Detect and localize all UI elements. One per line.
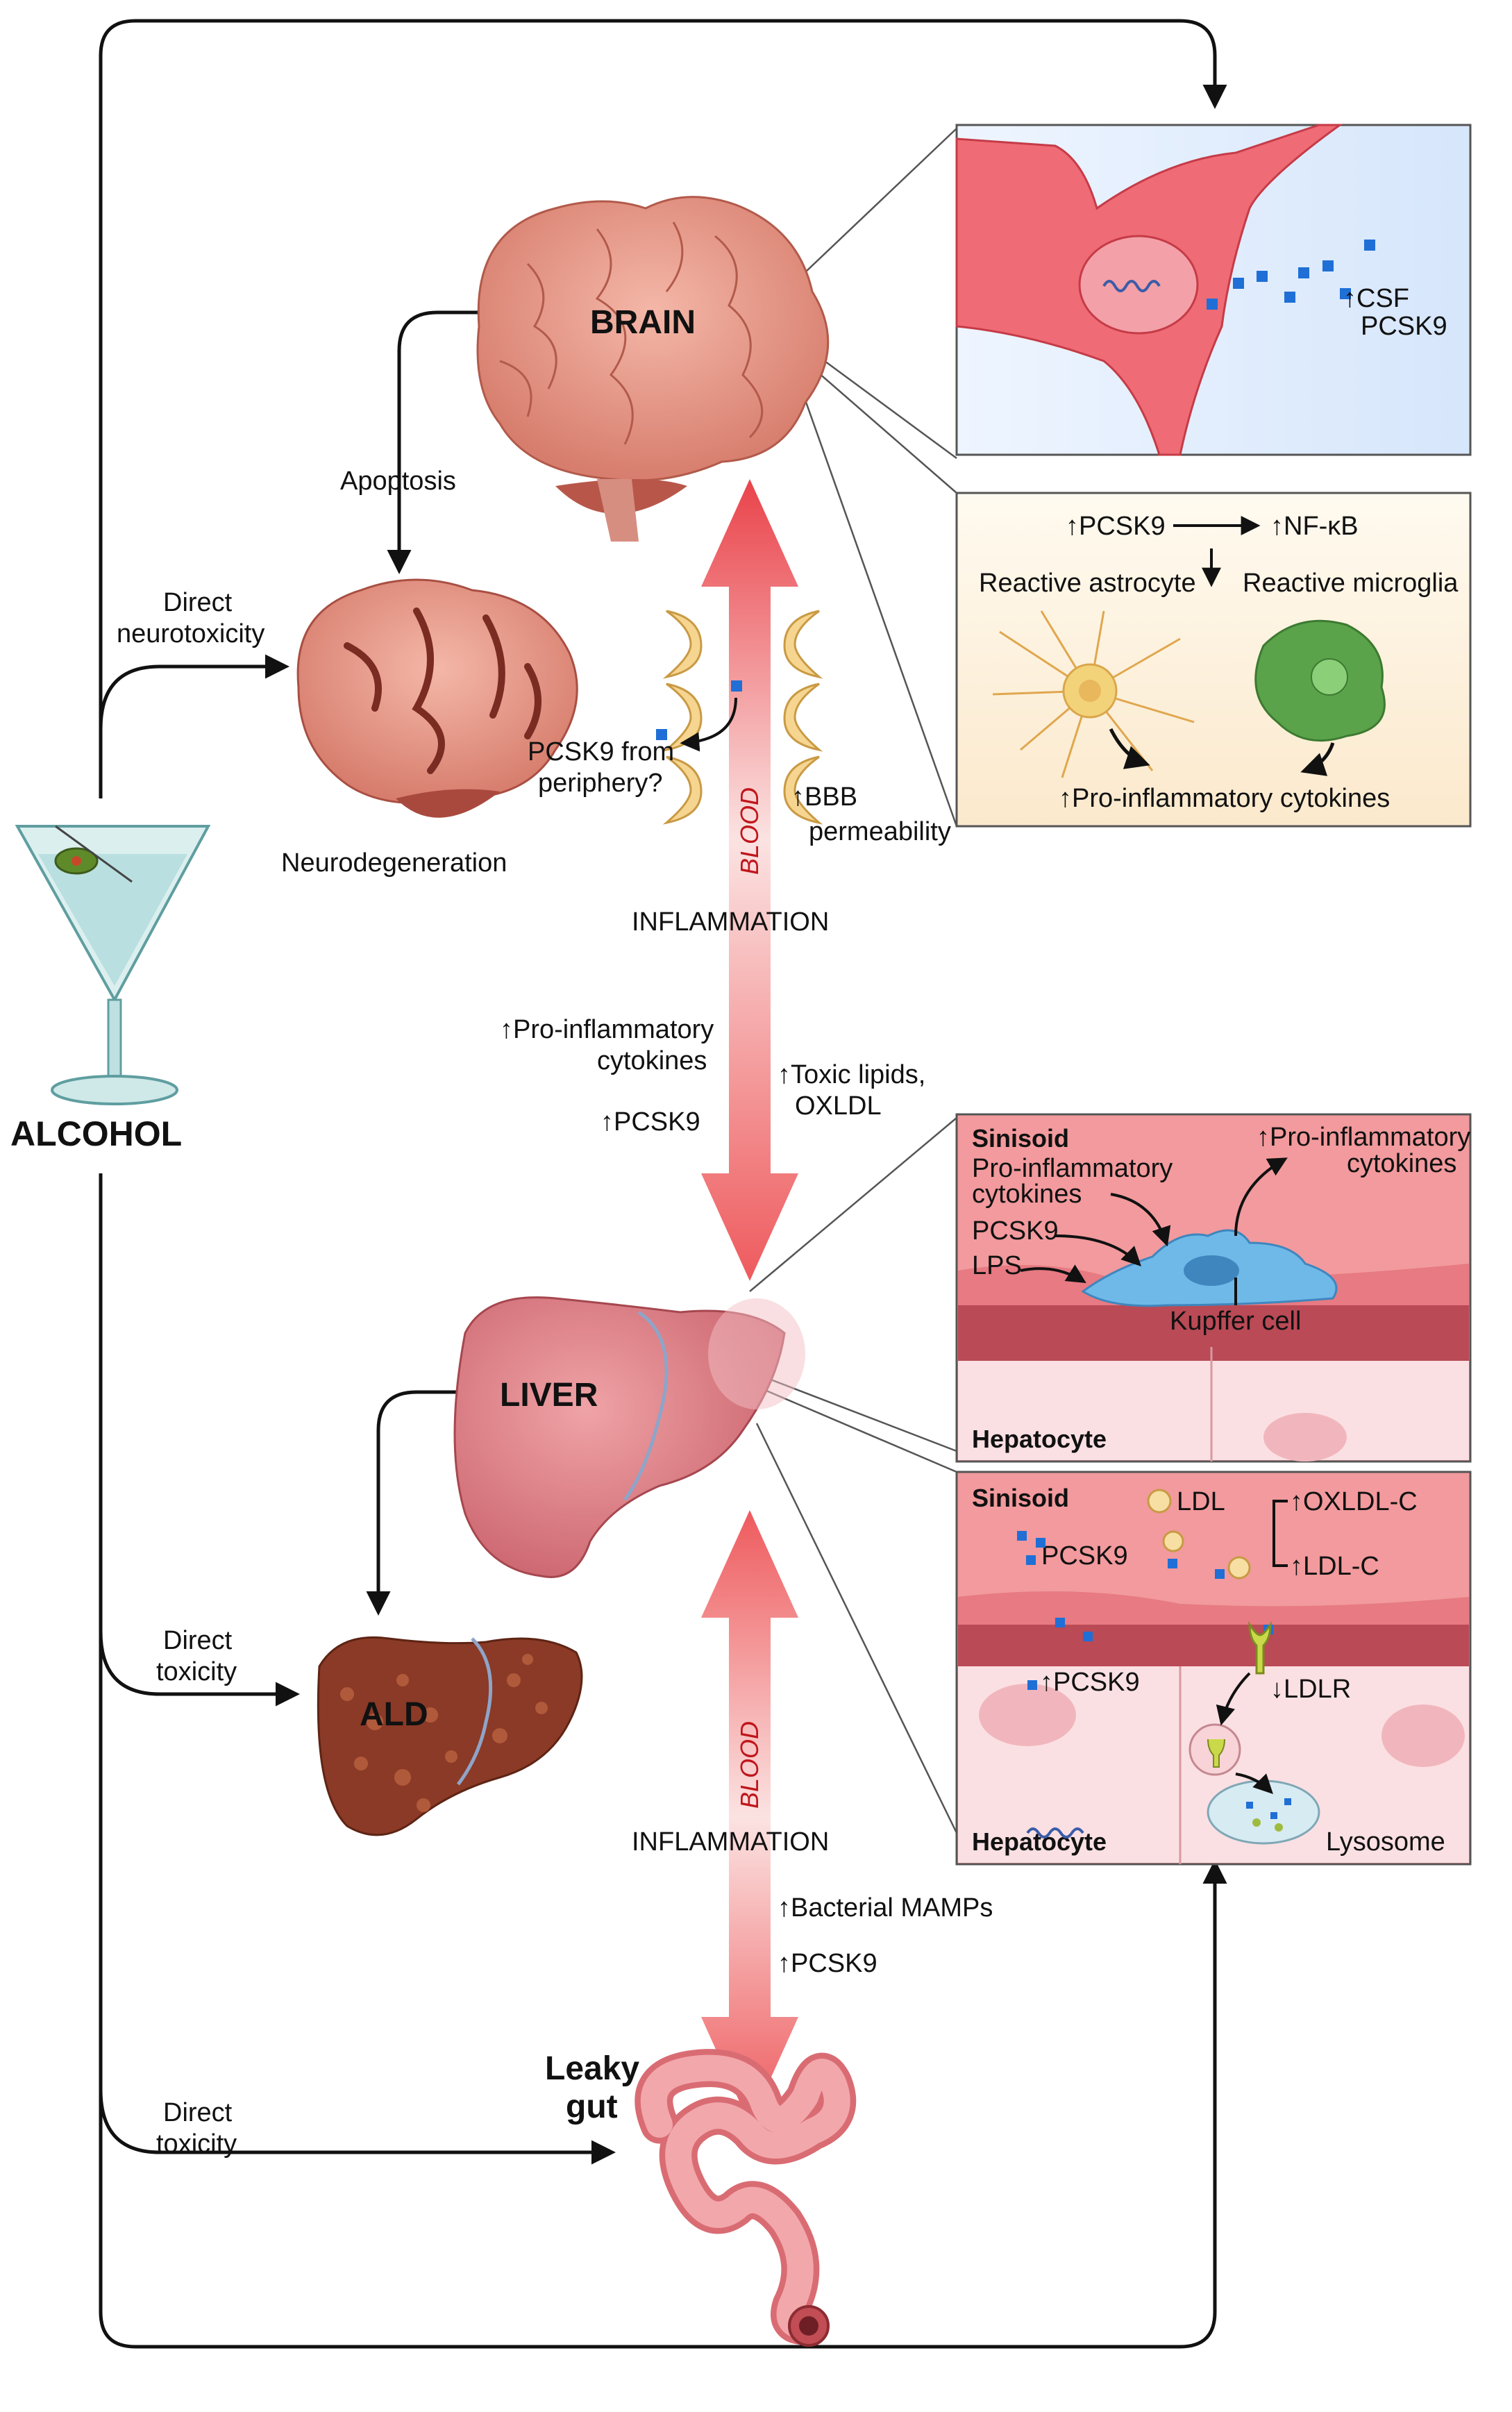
inflammation-label-bottom: INFLAMMATION [632, 1827, 829, 1857]
blood-label-top: BLOOD [735, 787, 764, 875]
kupffer-kupffer-cell: Kupffer cell [1170, 1307, 1301, 1336]
glia-astrocyte: Reactive astrocyte [979, 569, 1196, 598]
kupffer-lps: LPS [972, 1251, 1022, 1280]
brain-illustration [476, 196, 830, 542]
kupffer-out-cytokines-2: cytokines [1347, 1149, 1456, 1178]
kupffer-in-cytokines-1: Pro-inflammatory [972, 1154, 1173, 1183]
csf-label-1: ↑CSF [1343, 284, 1409, 313]
apoptosis-label: Apoptosis [340, 467, 456, 496]
bbb-endothelium [662, 610, 823, 825]
top-loop-arrow [99, 19, 1227, 798]
glia-microglia: Reactive microglia [1243, 569, 1459, 598]
kupffer-sinisoid: Sinisoid [972, 1124, 1069, 1153]
neurodegenerated-brain-illustration [296, 578, 578, 818]
inflammation-label-top: INFLAMMATION [632, 907, 829, 937]
direct-toxicity-label-1a: Direct [163, 1626, 233, 1655]
gut-toxicity-arrow [99, 2089, 616, 2165]
outer-pathway-arrows [99, 19, 1227, 2349]
pcsk9-gut-label: ↑PCSK9 [778, 1949, 877, 1978]
ldl-oxldl: ↑OXLDL-C [1290, 1487, 1418, 1516]
direct-neurotoxicity-label-2: neurotoxicity [117, 619, 264, 648]
ldl-ldlc: ↑LDL-C [1290, 1552, 1379, 1581]
lysosome [1207, 1779, 1320, 1845]
bacterial-mamps-label: ↑Bacterial MAMPs [778, 1893, 993, 1923]
apoptosis-arrow [387, 310, 524, 574]
kupffer-hepatocyte: Hepatocyte [972, 1425, 1107, 1453]
neurotoxicity-arrow [99, 654, 289, 730]
kupffer-panel: Sinisoid ↑Pro-inflammatory cytokines Pro… [955, 1113, 1472, 1463]
pcsk9-up-label: ↑PCSK9 [600, 1107, 700, 1137]
blood-arrow-bottom [701, 1510, 798, 2125]
kupffer-in-cytokines-2: cytokines [972, 1180, 1082, 1209]
ldl-pcsk9-bottom: ↑PCSK9 [1040, 1668, 1140, 1697]
glia-panel: ↑PCSK9 ↑NF-κB Reactive astrocyte Reactiv… [955, 492, 1472, 828]
pcsk9-periphery-label-1: PCSK9 from [528, 737, 674, 767]
brain-label: BRAIN [590, 304, 696, 341]
leaky-gut-label-2: gut [566, 2088, 618, 2125]
bbb-label-2: permeability [809, 817, 951, 846]
kupffer-out-cytokines-1: ↑Pro-inflammatory [1257, 1123, 1470, 1152]
blood-arrow-top [701, 479, 798, 1281]
toxic-lipids-label-2: OXLDL [795, 1091, 882, 1121]
kupffer-pcsk9: PCSK9 [972, 1216, 1059, 1246]
pcsk9-markers-ldl [1017, 1531, 1273, 1690]
glia-nfkb: ↑NF-κB [1270, 512, 1359, 541]
martini-glass-illustration [15, 825, 211, 1105]
pcsk9-markers-csf [1207, 240, 1375, 310]
liver-label: LIVER [500, 1377, 598, 1414]
ldl-lysosome: Lysosome [1326, 1827, 1445, 1857]
ald-toxicity-arrow [99, 1631, 300, 1707]
ald-liver-illustration [317, 1636, 583, 1836]
direct-toxicity-label-2a: Direct [163, 2098, 233, 2127]
bbb-label-1: ↑BBB [791, 782, 857, 812]
liver-ald-arrow [366, 1390, 486, 1616]
direct-neurotoxicity-label-1: Direct [163, 588, 233, 617]
glia-pcsk9: ↑PCSK9 [1066, 512, 1166, 541]
ldl-pcsk9-top: PCSK9 [1041, 1541, 1128, 1571]
direct-toxicity-label-1b: toxicity [156, 1657, 237, 1686]
pcsk9-marker-periphery [656, 729, 667, 740]
pcsk9-periphery-label-2: periphery? [538, 769, 663, 798]
glia-cytokines: ↑Pro-inflammatory cytokines [1059, 784, 1390, 813]
ldl-particles [1147, 1489, 1251, 1580]
proinflam-label-1: ↑Pro-inflammatory [500, 1015, 714, 1044]
intestine-illustration [635, 2049, 857, 2347]
ldlr-receptor [1248, 1621, 1272, 1675]
direct-toxicity-label-2b: toxicity [156, 2129, 237, 2159]
csf-label-2: PCSK9 [1361, 312, 1447, 341]
ldl-panel: Sinisoid LDL ↑OXLDL-C ↑LDL-C PCSK9 ↑PCSK… [955, 1471, 1472, 1866]
ldl-label: LDL [1177, 1487, 1225, 1516]
liver-illustration [453, 1296, 805, 1578]
bottom-loop-arrow [99, 1173, 1227, 2349]
periphery-arrow [680, 697, 737, 752]
blood-label-bottom: BLOOD [735, 1721, 764, 1809]
neurodegeneration-label: Neurodegeneration [281, 848, 507, 878]
neuron-panel: ↑CSF PCSK9 [955, 124, 1472, 456]
alcohol-label: ALCOHOL [10, 1114, 182, 1153]
ald-label: ALD [360, 1696, 428, 1733]
ldl-ldlr: ↓LDLR [1270, 1675, 1351, 1704]
proinflam-label-2: cytokines [597, 1046, 707, 1075]
toxic-lipids-label-1: ↑Toxic lipids, [778, 1060, 925, 1089]
leaky-gut-label-1: Leaky [545, 2050, 639, 2087]
ldl-sinisoid: Sinisoid [972, 1484, 1069, 1512]
pcsk9-marker-bbb [731, 680, 742, 692]
